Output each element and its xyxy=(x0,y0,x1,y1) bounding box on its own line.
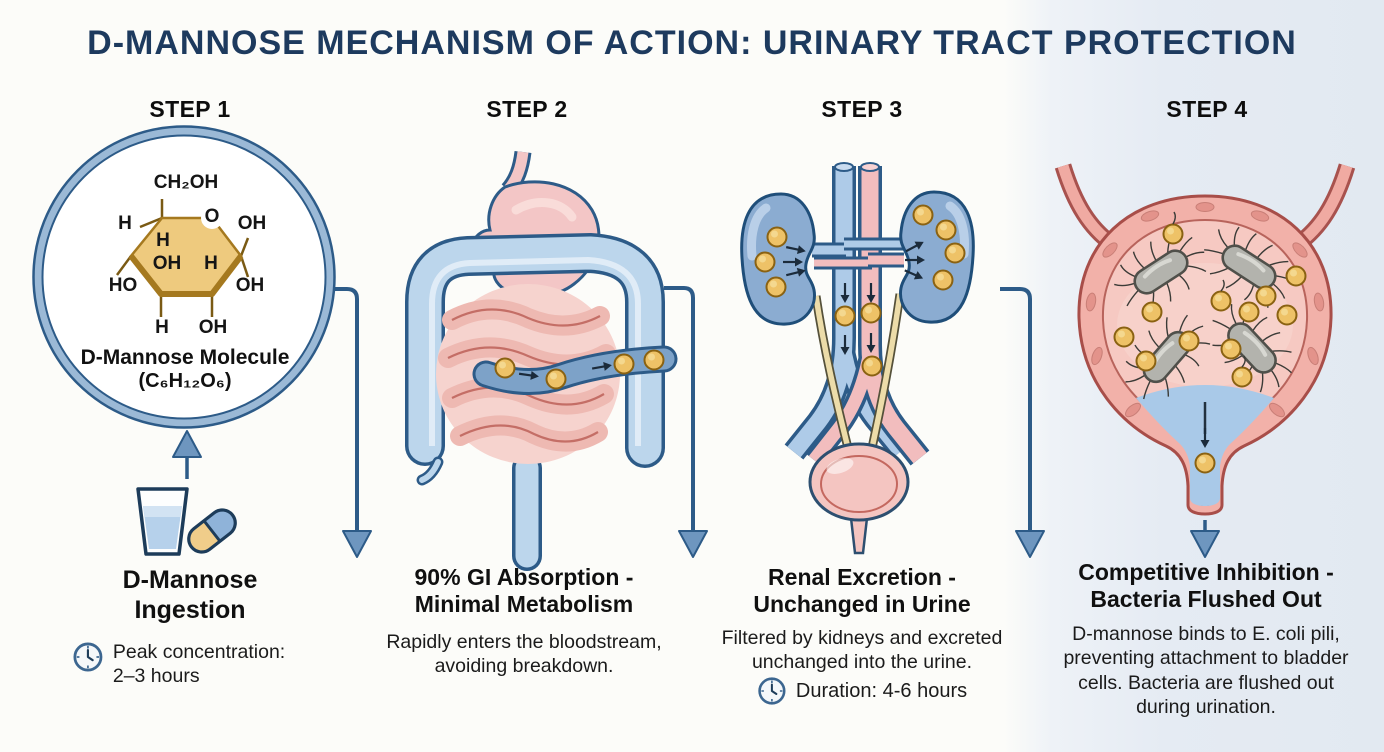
atom-label-oh-bottom: OH xyxy=(198,317,228,338)
water-glass-icon xyxy=(136,487,189,556)
atom-label-oh-right: OH xyxy=(235,275,265,296)
atom-label-h-left: H xyxy=(118,213,132,234)
page-title: D-MANNOSE MECHANISM OF ACTION: URINARY T… xyxy=(87,24,1297,62)
step-2-heading: 90% GI Absorption - Minimal Metabolism xyxy=(414,564,634,618)
step-2-body: Rapidly enters the bloodstream, avoiding… xyxy=(386,631,662,678)
step-1-note: Peak concentration: 2–3 hours xyxy=(72,641,307,689)
step-1-label: STEP 1 xyxy=(149,96,231,122)
step-1-heading: D-Mannose Ingestion xyxy=(122,566,258,624)
atom-label-h-bottom: H xyxy=(155,317,169,338)
step-1-note-text: Peak concentration: 2–3 hours xyxy=(112,641,286,687)
atom-label-oh-right-top: OH xyxy=(237,213,267,234)
atom-label-o: O xyxy=(204,206,220,227)
step-4-heading: Competitive Inhibition - Bacteria Flushe… xyxy=(1078,559,1334,613)
molecule-formula: (C₆H₁₂O₆) xyxy=(138,370,232,392)
step-3-note-text: Duration: 4-6 hours xyxy=(795,679,968,702)
step-4-label: STEP 4 xyxy=(1166,96,1248,122)
clock-icon xyxy=(758,677,786,705)
atom-label-ho-left: HO xyxy=(108,275,138,296)
atom-label-h-inner-right: H xyxy=(204,253,218,274)
kidneys-illustration xyxy=(740,162,975,555)
ingestion-up-arrow xyxy=(172,430,202,479)
bladder-illustration xyxy=(1054,163,1356,516)
atom-label-oh-inner: OH xyxy=(152,253,182,274)
mannose-ring xyxy=(115,199,250,317)
step-3-body: Filtered by kidneys and excreted unchang… xyxy=(721,627,1003,674)
step-3-note: Duration: 4-6 hours xyxy=(757,676,967,706)
atom-label-h-inner-top: H xyxy=(156,230,170,251)
connector-arrow-1 xyxy=(329,287,372,558)
step-3-heading: Renal Excretion - Unchanged in Urine xyxy=(753,564,971,618)
absorption-band xyxy=(472,345,678,396)
capsule-icon xyxy=(187,508,237,554)
connector-arrow-3 xyxy=(1000,287,1045,558)
molecule-name: D-Mannose Molecule xyxy=(80,346,290,369)
clock-icon xyxy=(73,642,103,672)
step-4-body: D-mannose binds to E. coli pili, prevent… xyxy=(1063,623,1349,719)
step-2-label: STEP 2 xyxy=(486,96,568,122)
urethra-flow-arrow xyxy=(1199,402,1211,450)
connector-arrow-2 xyxy=(664,286,708,558)
atom-label-ch2oh: CH₂OH xyxy=(153,172,219,193)
step-3-label: STEP 3 xyxy=(821,96,903,122)
urine-flow-arrow xyxy=(1190,520,1220,558)
